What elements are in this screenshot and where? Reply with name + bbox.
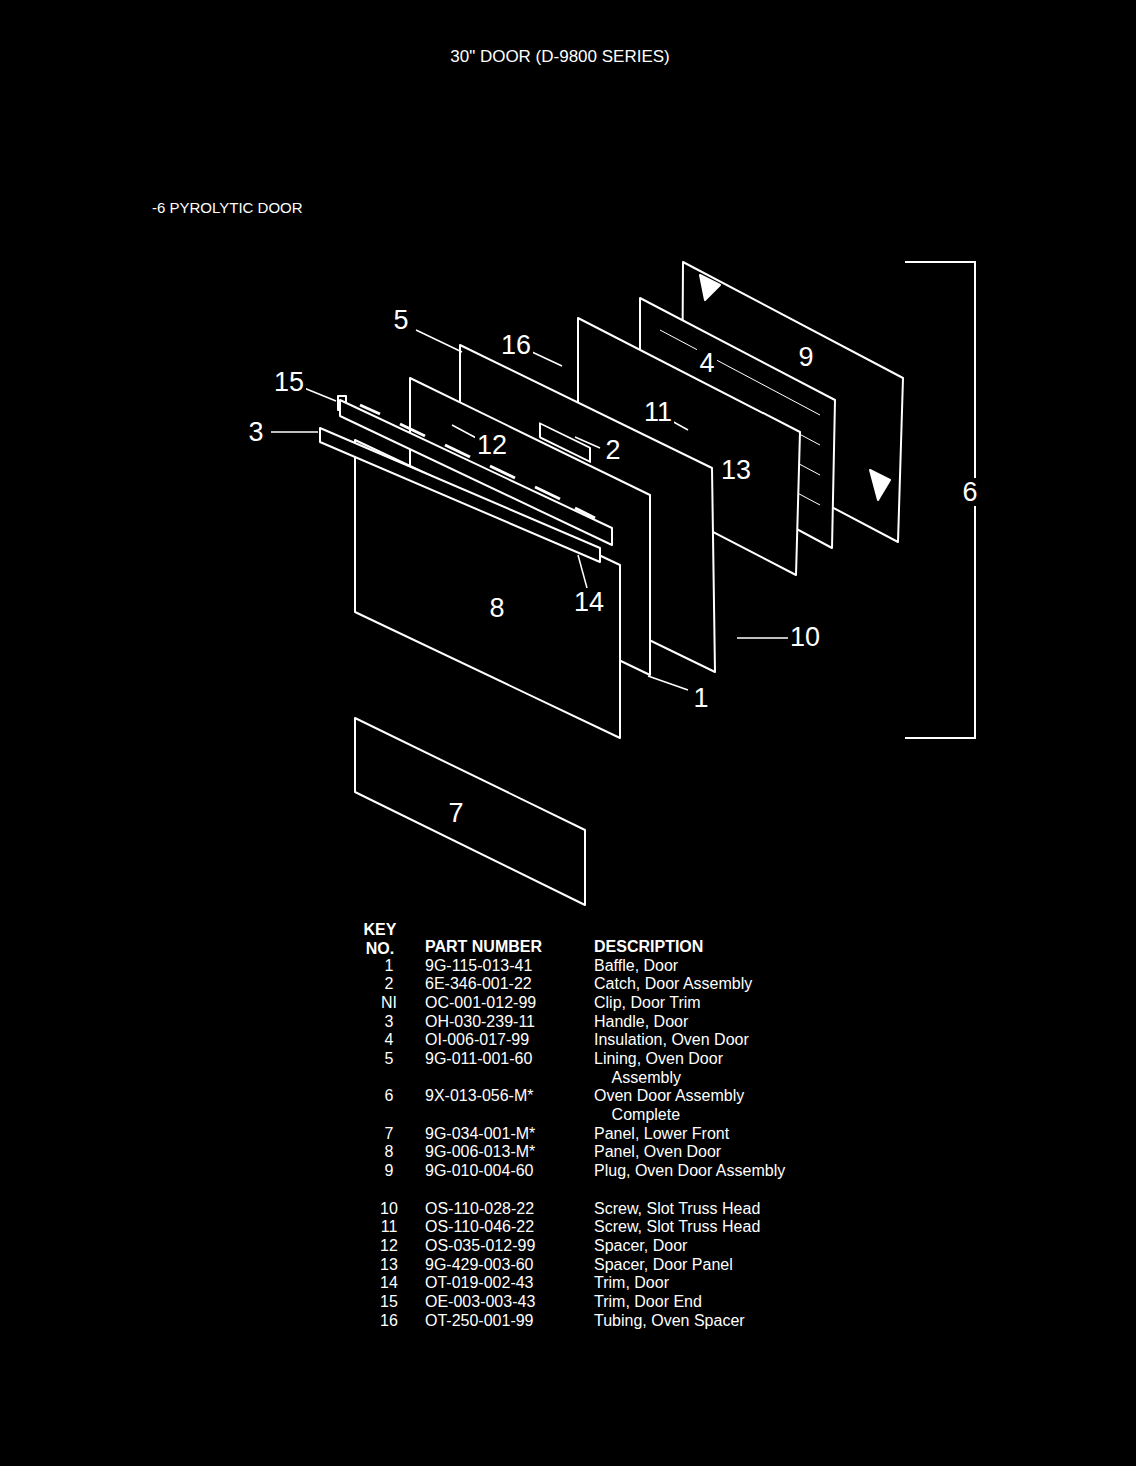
part-number: OC-001-012-99	[425, 994, 536, 1013]
page-title: 30" DOOR (D-9800 SERIES)	[450, 48, 670, 67]
callout-number: 1	[691, 684, 710, 712]
part-description: Panel, Lower Front	[594, 1125, 792, 1144]
door-trim	[340, 400, 612, 545]
callout-number: 10	[788, 623, 822, 651]
part-number: 9G-115-013-41	[425, 957, 532, 976]
key-number: 5	[368, 1050, 410, 1069]
part-description: Catch, Door Assembly	[594, 975, 792, 994]
part-number: OE-003-003-43	[425, 1293, 535, 1312]
part-description: Panel, Oven Door	[594, 1143, 792, 1162]
callout-number: 6	[960, 478, 979, 506]
part-description: Spacer, Door Panel	[594, 1256, 792, 1275]
part-description: Handle, Door	[594, 1013, 792, 1032]
part-description: Baffle, Door	[594, 957, 792, 976]
part-number: 9G-011-001-60	[425, 1050, 532, 1069]
part-description: Screw, Slot Truss Head	[594, 1200, 792, 1219]
part-number: 6E-346-001-22	[425, 975, 532, 994]
part-description: Screw, Slot Truss Head	[594, 1218, 792, 1237]
part-description: Tubing, Oven Spacer	[594, 1312, 792, 1331]
plug-corner	[700, 275, 720, 300]
part-number: OS-110-046-22	[425, 1218, 534, 1237]
part-number: 9G-010-004-60	[425, 1162, 534, 1181]
part-description: Spacer, Door	[594, 1237, 792, 1256]
callout-number: 7	[446, 799, 465, 827]
callout-number: 2	[603, 436, 622, 464]
table-header: KEY NO.	[358, 921, 402, 958]
part-description: Trim, Door End	[594, 1293, 792, 1312]
callout-number: 9	[796, 343, 815, 371]
part-number: OS-035-012-99	[425, 1237, 535, 1256]
key-number: 1	[368, 957, 410, 976]
table-header: DESCRIPTION	[594, 938, 703, 957]
lower-panel	[355, 718, 585, 905]
callout-number: 14	[572, 588, 606, 616]
part-number: 9G-429-003-60	[425, 1256, 534, 1275]
key-number: 12	[368, 1237, 410, 1256]
callout-number: 12	[475, 431, 509, 459]
part-number: 9G-006-013-M*	[425, 1143, 535, 1162]
callout-number: 16	[499, 331, 533, 359]
key-number: 16	[368, 1312, 410, 1331]
part-description: Clip, Door Trim	[594, 994, 792, 1013]
key-number: 8	[368, 1143, 410, 1162]
callout-number: 15	[272, 368, 306, 396]
key-number: 10	[368, 1200, 410, 1219]
callout-number: 11	[642, 398, 674, 426]
key-number: 6	[368, 1087, 410, 1106]
part-number: 9G-034-001-M*	[425, 1125, 535, 1144]
callout-number: 3	[246, 418, 265, 446]
callout-number: 4	[697, 349, 716, 377]
part-description: Oven Door Assembly Complete	[594, 1087, 792, 1124]
key-number: 15	[368, 1293, 410, 1312]
callout-number: 13	[719, 456, 753, 484]
key-number: 13	[368, 1256, 410, 1275]
key-number: 11	[368, 1218, 410, 1237]
table-header: PART NUMBER	[425, 938, 542, 957]
callout-number: 8	[487, 594, 506, 622]
part-number: OH-030-239-11	[425, 1013, 535, 1032]
key-number: 9	[368, 1162, 410, 1181]
part-number: OT-019-002-43	[425, 1274, 534, 1293]
door-handle	[320, 428, 600, 562]
part-description: Trim, Door	[594, 1274, 792, 1293]
part-number: OS-110-028-22	[425, 1200, 534, 1219]
key-number: 4	[368, 1031, 410, 1050]
trim-slots	[360, 405, 595, 518]
key-number: 3	[368, 1013, 410, 1032]
key-number: 2	[368, 975, 410, 994]
part-description: Lining, Oven Door Assembly	[594, 1050, 792, 1087]
key-number: 7	[368, 1125, 410, 1144]
part-number: OT-250-001-99	[425, 1312, 534, 1331]
key-number: 14	[368, 1274, 410, 1293]
part-description: Insulation, Oven Door	[594, 1031, 792, 1050]
subheading: -6 PYROLYTIC DOOR	[152, 199, 303, 218]
door-catch	[540, 423, 590, 461]
part-number: 9X-013-056-M*	[425, 1087, 534, 1106]
key-number: NI	[368, 994, 410, 1013]
leader-lines	[271, 330, 790, 690]
part-description: Plug, Oven Door Assembly	[594, 1162, 792, 1181]
callout-number: 5	[391, 306, 410, 334]
plug-corner	[870, 470, 890, 500]
part-number: OI-006-017-99	[425, 1031, 529, 1050]
